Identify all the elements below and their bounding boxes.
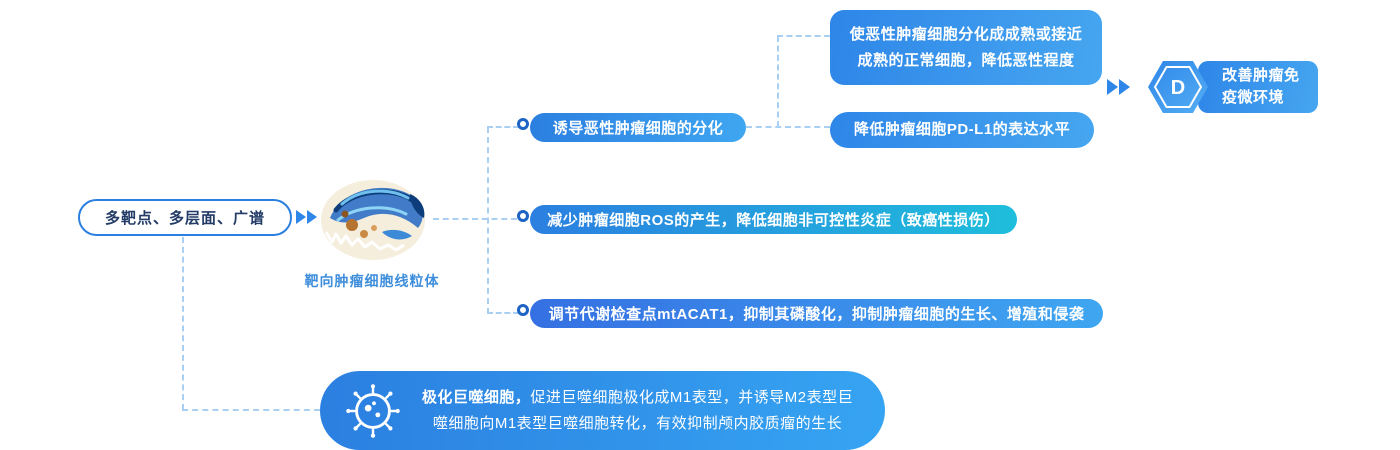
connector-line <box>182 237 184 410</box>
subbranch-box-maturation: 使恶性肿瘤细胞分化成成熟或接近成熟的正常细胞，降低恶性程度 <box>830 10 1102 85</box>
bullet-dot <box>517 210 529 222</box>
connector-line <box>777 35 830 37</box>
connector-line <box>777 36 779 127</box>
connector-line <box>487 126 519 128</box>
macrophage-box: 极化巨噬细胞，促进巨噬细胞极化成M1表型，并诱导M2表型巨噬细胞向M1表型巨噬细… <box>320 371 885 450</box>
virus-icon <box>346 383 400 438</box>
branch-label: 调节代谢检查点mtACAT1，抑制其磷酸化，抑制肿瘤细胞的生长、增殖和侵袭 <box>548 306 1085 323</box>
branch-pill-mtacat1: 调节代谢检查点mtACAT1，抑制其磷酸化，抑制肿瘤细胞的生长、增殖和侵袭 <box>530 299 1103 328</box>
connector-line <box>433 218 517 220</box>
connector-line <box>182 409 320 411</box>
branch-label: 诱导恶性肿瘤细胞的分化 <box>552 120 724 137</box>
macrophage-bold-lead: 极化巨噬细胞， <box>421 388 531 406</box>
connector-line <box>746 126 830 128</box>
hexagon-letter: D <box>1171 77 1185 99</box>
outcome-box: 改善肿瘤免疫微环境 <box>1198 61 1318 113</box>
source-pill: 多靶点、多层面、广谱 <box>78 199 292 236</box>
connector-line <box>487 127 489 314</box>
outcome-label: 改善肿瘤免疫微环境 <box>1222 67 1300 106</box>
subbranch-box-pdl1: 降低肿瘤细胞PD-L1的表达水平 <box>830 112 1094 148</box>
branch-label: 减少肿瘤细胞ROS的产生，降低细胞非可控性炎症（致癌性损伤） <box>547 212 1000 229</box>
connector-line <box>487 312 519 314</box>
branch-pill-ros: 减少肿瘤细胞ROS的产生，降低细胞非可控性炎症（致癌性损伤） <box>530 205 1017 234</box>
double-arrow-icon <box>1107 79 1130 95</box>
branch-pill-differentiation: 诱导恶性肿瘤细胞的分化 <box>530 113 746 142</box>
bullet-dot <box>517 118 529 130</box>
subbranch-label: 降低肿瘤细胞PD-L1的表达水平 <box>853 121 1071 138</box>
double-arrow-icon <box>296 210 317 224</box>
mitochondria-illustration <box>321 180 425 260</box>
bullet-dot <box>517 304 529 316</box>
source-label: 多靶点、多层面、广谱 <box>104 210 265 227</box>
hexagon-logo-icon: D <box>1148 61 1208 113</box>
hub-caption: 靶向肿瘤细胞线粒体 <box>304 273 440 289</box>
subbranch-label: 使恶性肿瘤细胞分化成成熟或接近成熟的正常细胞，降低恶性程度 <box>849 25 1083 69</box>
macrophage-rest: 促进巨噬细胞极化成M1表型，并诱导M2表型巨噬细胞向M1表型巨噬细胞转化，有效抑… <box>432 388 854 432</box>
macrophage-text: 极化巨噬细胞，促进巨噬细胞极化成M1表型，并诱导M2表型巨噬细胞向M1表型巨噬细… <box>416 385 859 437</box>
